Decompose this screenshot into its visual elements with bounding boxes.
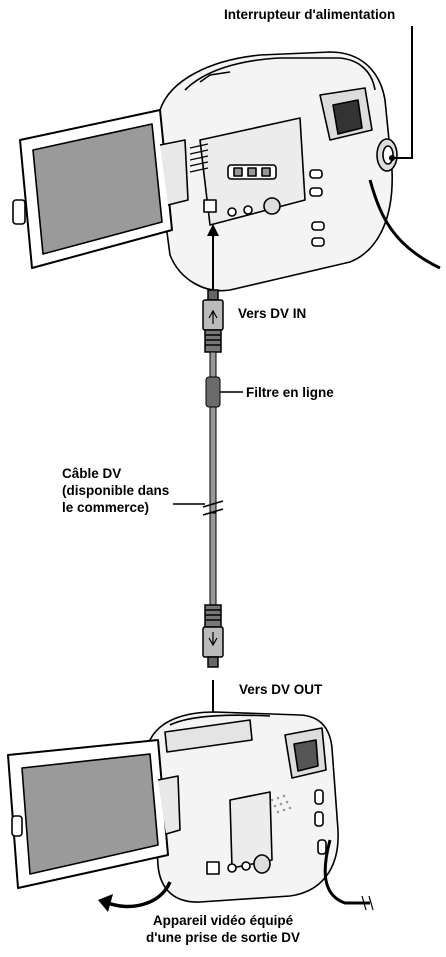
bottom-dv-plug-icon	[202, 604, 224, 668]
device-label: Appareil vidéo équipé d'une prise de sor…	[146, 912, 300, 946]
dv-cable-line-1: Câble DV	[62, 466, 122, 481]
device-line-1: Appareil vidéo équipé	[152, 913, 294, 928]
dv-cable-line-3: le commerce)	[62, 500, 150, 515]
ferrite-filter-icon	[205, 376, 221, 408]
power-switch-leader	[392, 26, 413, 159]
rotate-arrow-icon	[104, 881, 172, 909]
line-filter-label: Filtre en ligne	[246, 385, 334, 400]
to-dv-in-label: Vers DV IN	[238, 306, 307, 321]
power-switch-label: Interrupteur d'alimentation	[224, 7, 396, 22]
top-dv-plug-icon	[202, 289, 224, 353]
top-camcorder-icon	[12, 51, 441, 292]
device-line-2: d'une prise de sortie DV	[146, 930, 300, 945]
to-dv-out-label: Vers DV OUT	[239, 682, 323, 697]
bottom-camcorder-icon	[7, 711, 374, 911]
dv-cable-line-2: (disponible dans	[62, 483, 170, 498]
dv-cable-label: Câble DV (disponible dans le commerce)	[62, 465, 169, 516]
